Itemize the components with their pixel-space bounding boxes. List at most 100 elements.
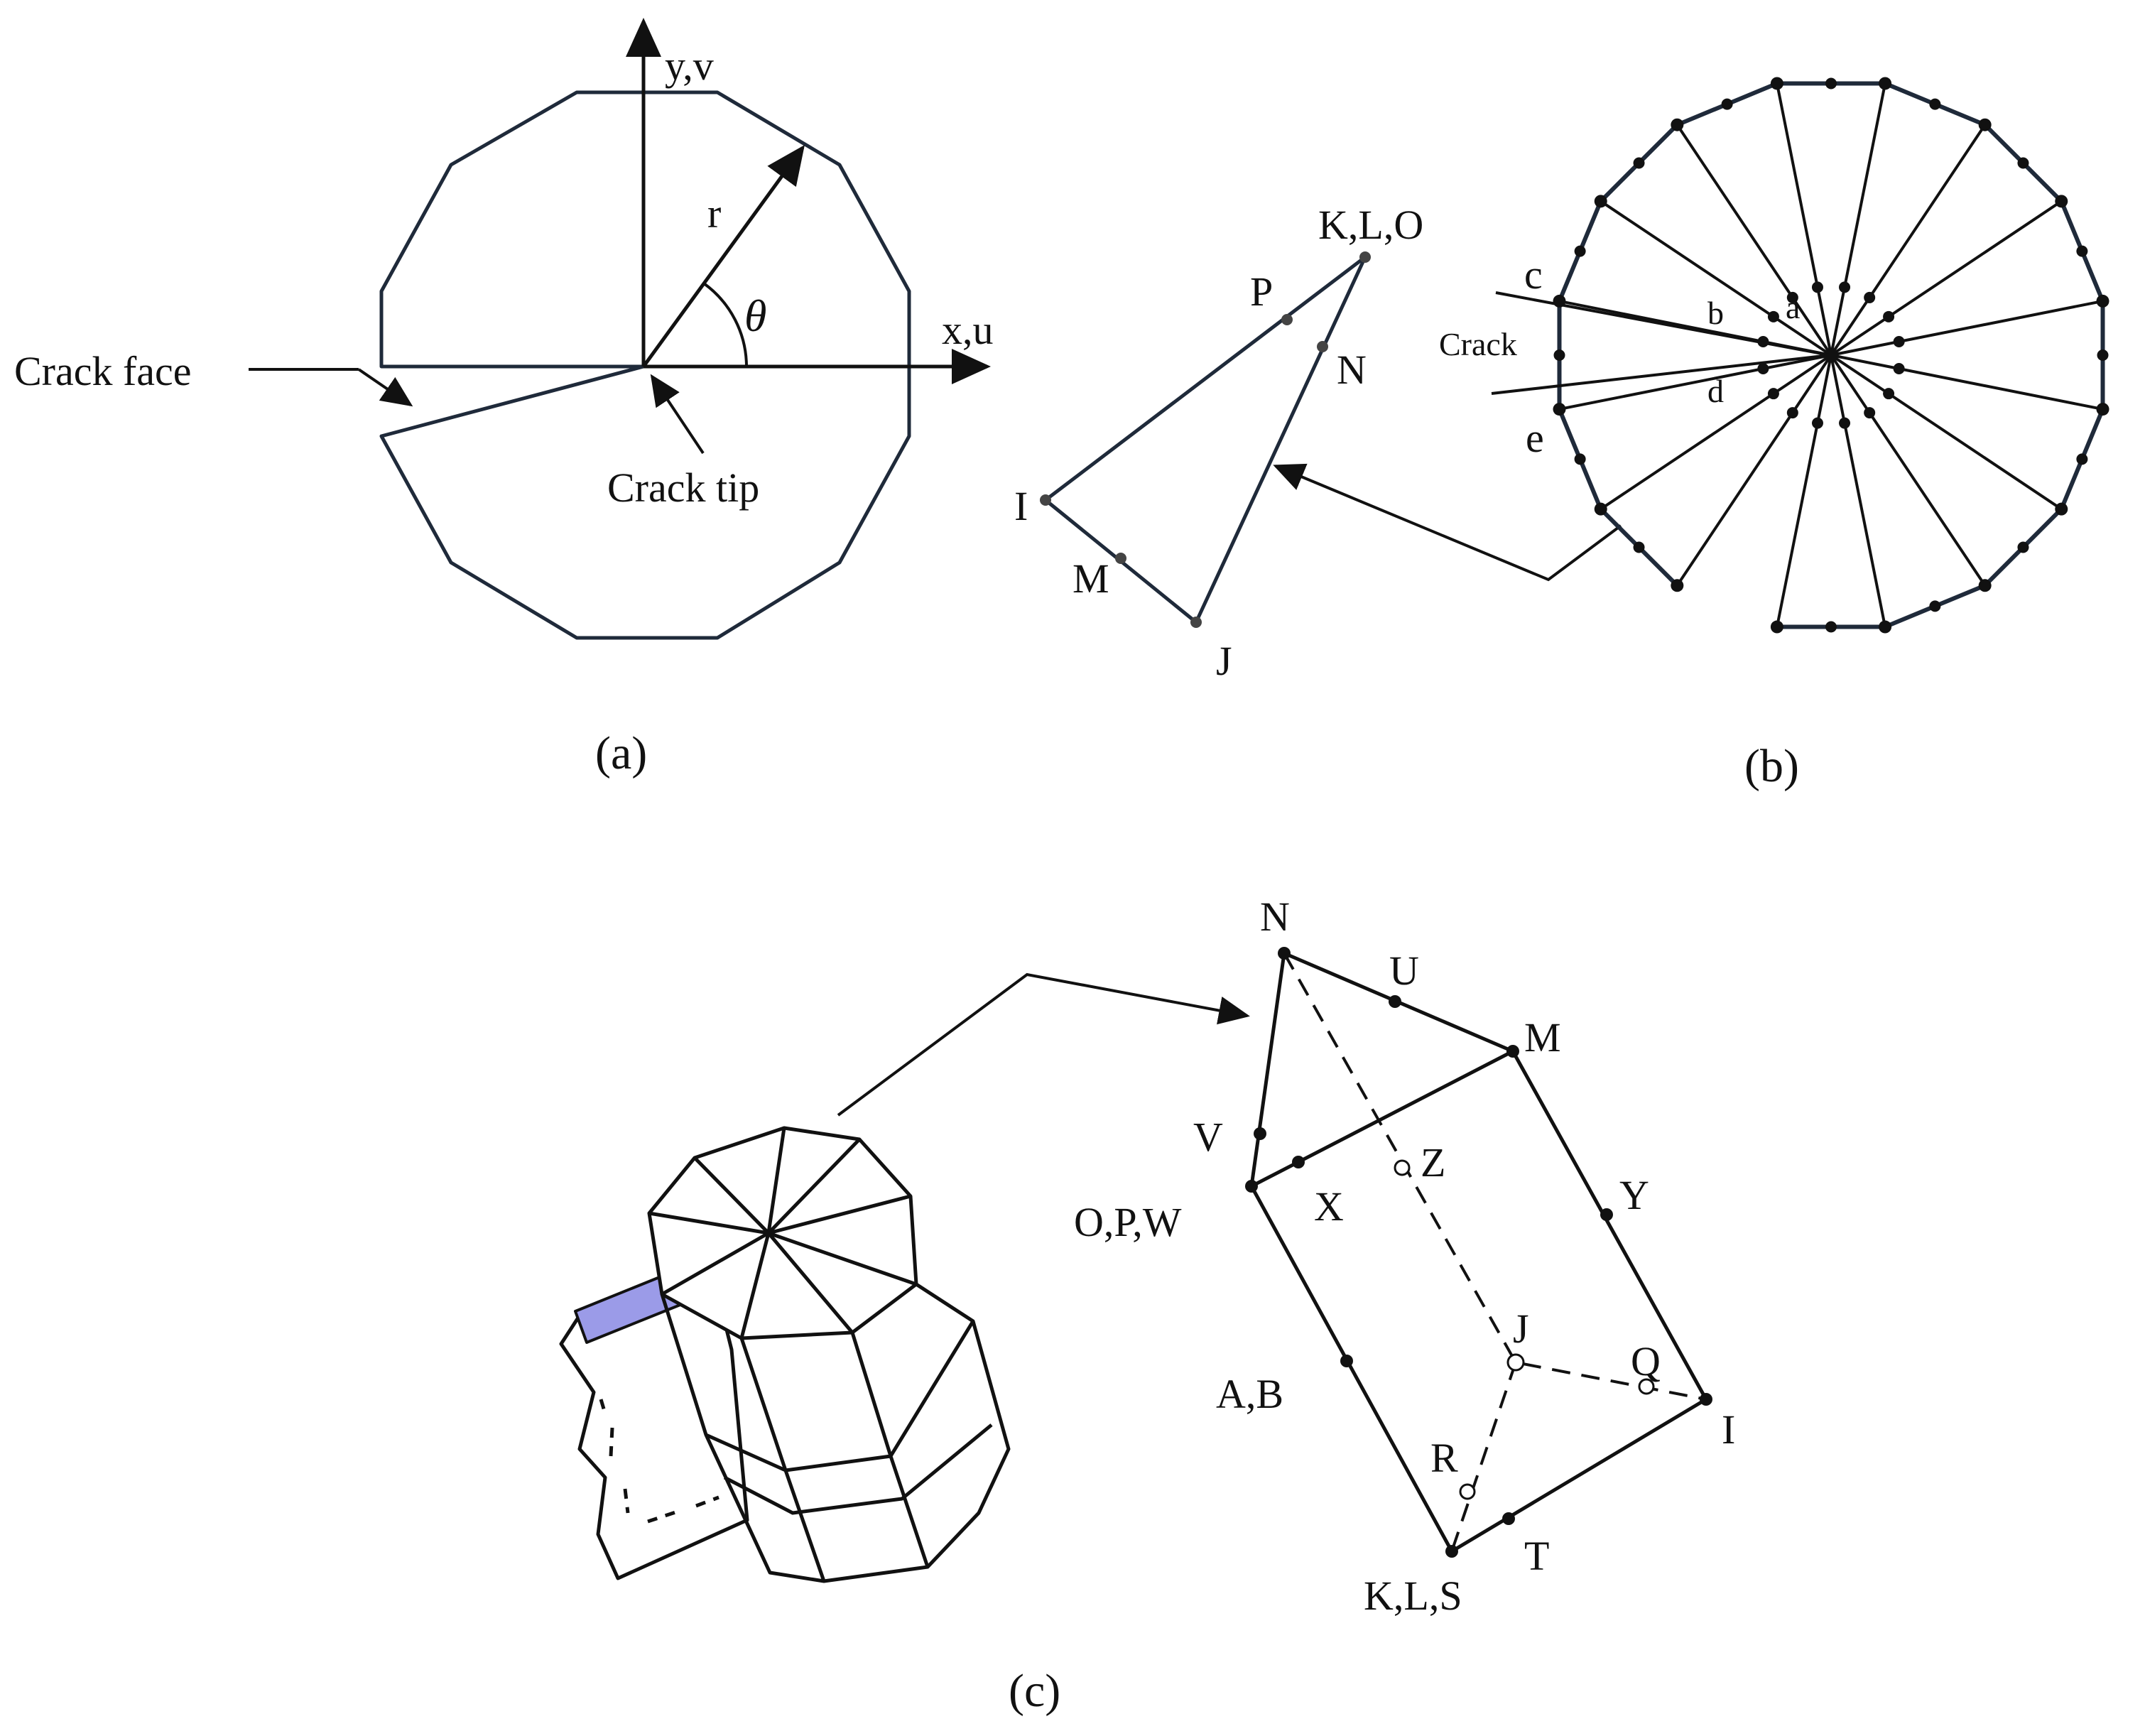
label-ab-3d: A,B [1216, 1371, 1283, 1417]
rosette-midside-node [2017, 541, 2029, 553]
rosette-corner-node [2096, 403, 2109, 416]
theta-arc [702, 282, 748, 367]
rosette-midside-node [2017, 157, 2029, 169]
rosette-midside-node [1633, 541, 1645, 553]
rosette-spoke [1830, 354, 2103, 411]
triangle-nodes [1040, 251, 1371, 628]
node-z-3d [1394, 1159, 1411, 1176]
node-i-3d [1700, 1393, 1712, 1406]
label-crack-face: Crack face [14, 348, 192, 394]
rosette-quarter-point-node [1883, 310, 1895, 322]
label-kls-3d: K,L,S [1364, 1573, 1462, 1619]
rosette-quarter-point-node [1864, 407, 1876, 419]
label-j-3d: J [1513, 1306, 1529, 1352]
label-d: d [1707, 373, 1724, 409]
rosette-corner-node [1553, 403, 1566, 416]
rosette-corner-node [1978, 579, 1992, 592]
label-opw-3d: O,P,W [1074, 1199, 1182, 1245]
label-x-3d: X [1314, 1183, 1344, 1230]
node-u-3d [1389, 995, 1401, 1008]
rosette-corner-node [1594, 502, 1607, 516]
rosette-quarter-point-node [1767, 388, 1779, 400]
rosette-corner-node [1671, 118, 1684, 131]
label-theta: θ [744, 291, 766, 341]
rosette-spoke [1775, 83, 1832, 356]
label-m-3d: M [1524, 1014, 1561, 1060]
rosette-spoke [1676, 354, 1832, 587]
rosette-midside-node [1553, 349, 1565, 361]
rosette-spoke [1830, 200, 2063, 357]
node-opw-3d [1245, 1180, 1258, 1193]
node-n-3d [1278, 947, 1291, 960]
rosette-midside-node [1633, 157, 1645, 169]
panel-a: y,v x,u r θ Crack face Crack tip (a) [14, 18, 994, 779]
mesh-to-element-arrow [837, 972, 1250, 1117]
rosette-quarter-point-node [1786, 407, 1798, 419]
label-m: M [1072, 555, 1109, 602]
rosette-spoke [1830, 354, 1987, 587]
rosette-mesh [1553, 77, 2109, 634]
rosette-midside-node [1721, 98, 1733, 110]
panel-c: N U M V Z O,P,W X Y J Q A,B I R K,L,S T … [559, 894, 1735, 1717]
node-v-3d [1254, 1127, 1266, 1140]
label-b: b [1707, 295, 1724, 331]
rosette-corner-node [2096, 294, 2109, 308]
rosette-midside-node [1929, 600, 1941, 612]
node-n [1317, 341, 1328, 352]
label-t-3d: T [1524, 1533, 1549, 1579]
rosette-quarter-point-node [1883, 388, 1895, 400]
rosette-quarter-point-node [1786, 291, 1798, 303]
label-j: J [1216, 638, 1232, 684]
rosette-quarter-point-node [1811, 417, 1823, 429]
rosette-corner-node [1770, 620, 1783, 634]
caption-a: (a) [595, 727, 647, 779]
node-t-3d [1502, 1512, 1515, 1525]
node-r-3d [1459, 1483, 1476, 1500]
label-r: r [707, 190, 721, 237]
node-y-3d [1600, 1208, 1613, 1221]
node-i [1040, 494, 1051, 506]
rosette-corner-node [1671, 579, 1684, 592]
rosette-quarter-point-node [1839, 281, 1851, 293]
crack-line-lower [1491, 354, 1830, 395]
rosette-midside-node [1825, 621, 1837, 633]
label-p: P [1250, 268, 1273, 315]
label-c: c [1524, 251, 1543, 298]
rosette-quarter-point-node [1757, 363, 1769, 375]
node-j [1190, 617, 1202, 628]
caption-b: (b) [1744, 740, 1799, 792]
rosette-crack-tip-node [1825, 349, 1837, 362]
rosette-corner-node [1879, 620, 1892, 634]
crack-line-upper [1495, 291, 1830, 357]
prism-top-spokes [648, 1127, 917, 1339]
node-m-3d [1506, 1045, 1519, 1058]
rosette-midside-node [1929, 98, 1941, 110]
rosette-corner-node [2055, 195, 2068, 208]
rosette-corner-node [1594, 195, 1607, 208]
rosette-quarter-point-node [1893, 363, 1905, 375]
mesh-3d-sketch [559, 1126, 1011, 1583]
rosette-corner-node [2055, 502, 2068, 516]
crack-face-arrow-2 [357, 368, 413, 407]
rosette-midside-node [1574, 245, 1586, 257]
node-m [1115, 553, 1126, 564]
rosette-quarter-point-node [1864, 291, 1876, 303]
label-crack-tip: Crack tip [607, 465, 759, 511]
rosette-spoke [1600, 200, 1832, 357]
rosette-midside-node [1825, 77, 1837, 89]
prism-bottom-band [723, 1423, 993, 1515]
rosette-midside-node [2097, 349, 2109, 361]
wedge-solid-edges [1249, 951, 1708, 1553]
rosette-quarter-point-node [1767, 310, 1779, 322]
node-q-3d [1638, 1378, 1655, 1395]
label-q-3d: Q [1631, 1338, 1661, 1384]
rosette-spoke [1830, 354, 2063, 511]
crack-tip-arrow [650, 374, 705, 455]
label-z-3d: Z [1421, 1139, 1445, 1186]
rosette-midside-node [2076, 245, 2088, 257]
rosette-spoke [1830, 354, 1887, 627]
node-j-3d [1506, 1353, 1525, 1372]
rosette-spoke [1600, 354, 1832, 511]
rosette-quarter-point-node [1893, 335, 1905, 347]
rosette-midside-node [1574, 453, 1586, 465]
